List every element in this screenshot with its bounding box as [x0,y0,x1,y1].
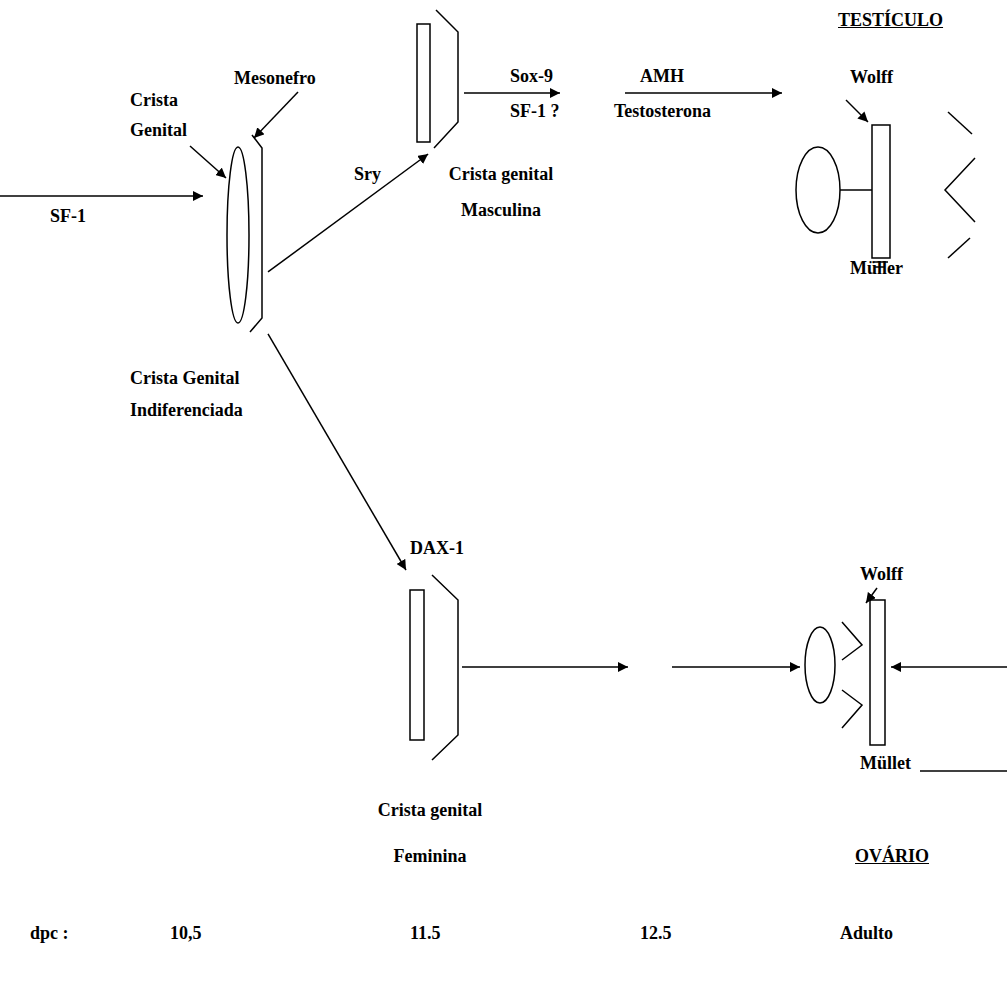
text-label: Müllet [860,752,911,774]
female-ridge-shape [406,570,462,764]
edge-label: Sry [352,163,383,185]
text-label: SF-1 ? [510,100,560,122]
ovary: OVÁRIO [800,595,892,750]
outline-stroke [945,158,975,222]
indifferent-ridge-shape [222,132,268,336]
outline-stroke [432,575,458,760]
outline-stroke [434,10,458,148]
node-caption: Crista genital Feminina [365,787,495,879]
text-label: AMH [640,65,684,87]
female-ridge: Crista genital Feminina [406,570,462,764]
node-caption: OVÁRIO [855,845,929,867]
outline-stroke [842,622,862,660]
text-label: dpc : [30,922,69,944]
text-label: Mesonefro [234,67,316,89]
text-label: 10,5 [170,922,202,944]
outline-stroke [410,590,424,740]
outline-stroke [840,189,872,191]
arrow-connector [268,334,406,570]
arrow-connector [462,666,800,668]
incoming-arrow [891,666,1007,668]
node-caption: Crista genital Masculina [436,156,566,228]
text-label: Sox-9 [510,65,553,87]
text-label: Testosterona [614,100,711,122]
edge-label: DAX-1 [408,537,466,559]
text-label: 11.5 [410,922,441,944]
outline-stroke [227,147,249,323]
outline-stroke [417,24,430,142]
testis-shape [782,85,979,275]
outline-stroke [796,147,840,233]
outline-stroke [948,238,970,258]
outline-stroke [842,690,862,728]
indifferent-ridge: Crista Genital Indiferenciada [222,132,268,336]
testis: TESTÍCULO [782,85,979,275]
text-label: Crista Genital [130,85,205,145]
outline-stroke [805,627,835,703]
text-label: 12.5 [640,922,672,944]
node-caption: Crista Genital Indiferenciada [130,362,265,426]
outline-stroke [948,112,972,134]
text-label: Wolff [850,66,893,88]
ridge-callout-arrow [190,146,226,178]
mesonephros-arrow [254,92,298,138]
outline-stroke [872,125,890,258]
wolff-arrow [846,100,868,122]
text-label: Adulto [840,922,893,944]
outline-stroke [250,135,262,332]
text-label: Wolff [860,563,903,585]
text-label: Müller [850,257,903,279]
ovary-shape [800,595,892,750]
node-caption: TESTÍCULO [838,9,943,31]
arrow-connector [464,92,782,94]
arrow-connector [268,154,428,272]
male-ridge-shape [412,6,464,154]
sf1-arrow [0,195,203,197]
muller-line [920,770,1007,772]
outline-stroke [870,600,885,745]
text-label: SF-1 [50,205,86,227]
male-ridge: Crista genital Masculina [412,6,464,154]
